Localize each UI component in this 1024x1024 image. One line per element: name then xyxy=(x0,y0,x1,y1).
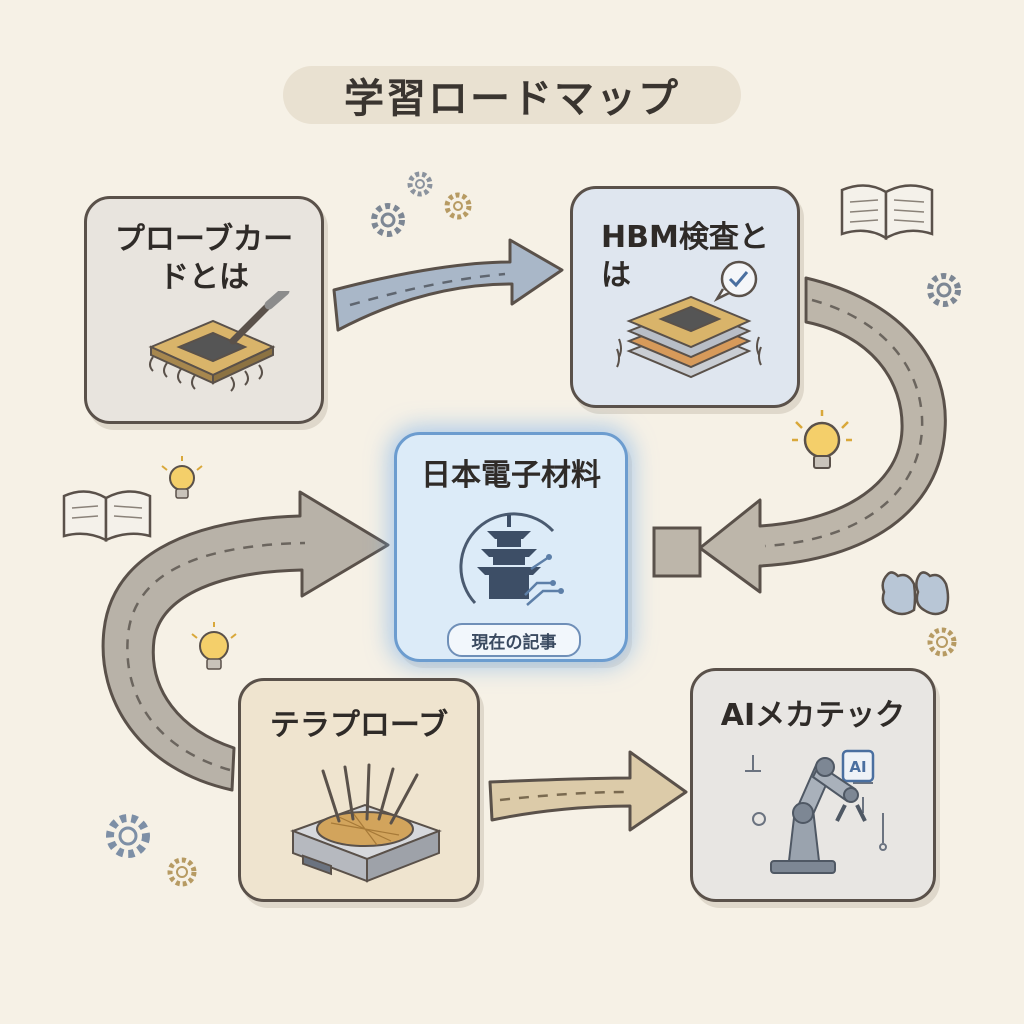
robot-arm-icon: AI xyxy=(745,749,887,874)
lightbulb-icon xyxy=(792,410,852,469)
node-japan-electronic-materials[interactable]: 日本電子材料 現在の記事 xyxy=(394,432,628,662)
brain-icon xyxy=(881,571,950,616)
node-ai-mechatech-label: AIメカテック xyxy=(720,698,906,733)
arrow-hbm-to-current xyxy=(652,276,947,594)
pagoda-circuit-icon xyxy=(459,512,564,606)
ai-chip-text: AI xyxy=(849,758,866,776)
roadmap-title-text: 学習ロードマップ xyxy=(344,76,680,122)
gear-icon xyxy=(407,171,433,197)
node-probe-card[interactable]: プローブカー ドとは xyxy=(84,196,324,424)
arrow-probe-to-hbm xyxy=(332,238,564,332)
open-book-icon xyxy=(840,184,934,241)
lightbulb-icon xyxy=(191,622,237,670)
gear-icon xyxy=(167,857,197,887)
node-hbm-label: HBM検査と は xyxy=(601,220,769,293)
probe-needle-icon xyxy=(229,301,273,345)
gear-icon xyxy=(371,203,405,237)
node-hbm[interactable]: HBM検査と は xyxy=(570,186,800,408)
arrow-tera-to-current xyxy=(101,490,390,792)
memory-stack-icon xyxy=(616,295,762,379)
wafer-prober-icon xyxy=(290,763,442,883)
lightbulb-icon xyxy=(161,456,203,499)
node-ai-mechatech[interactable]: AIメカテック AI xyxy=(690,668,936,902)
node-teraprobe-label: テラプローブ xyxy=(269,708,449,743)
check-bubble-icon xyxy=(713,260,758,303)
arrow-tera-to-ai xyxy=(488,750,688,832)
open-book-icon xyxy=(62,490,152,543)
chip-icon xyxy=(148,291,290,392)
gear-icon xyxy=(927,627,957,657)
current-article-badge: 現在の記事 xyxy=(447,623,581,657)
gear-icon xyxy=(106,814,150,858)
node-teraprobe[interactable]: テラプローブ xyxy=(238,678,480,902)
gear-icon xyxy=(444,192,472,220)
roadmap-title: 学習ロードマップ xyxy=(283,66,741,124)
node-japan-electronic-label: 日本電子材料 xyxy=(421,458,601,493)
node-probe-card-label: プローブカー ドとは xyxy=(114,222,294,295)
gear-icon xyxy=(927,273,961,307)
